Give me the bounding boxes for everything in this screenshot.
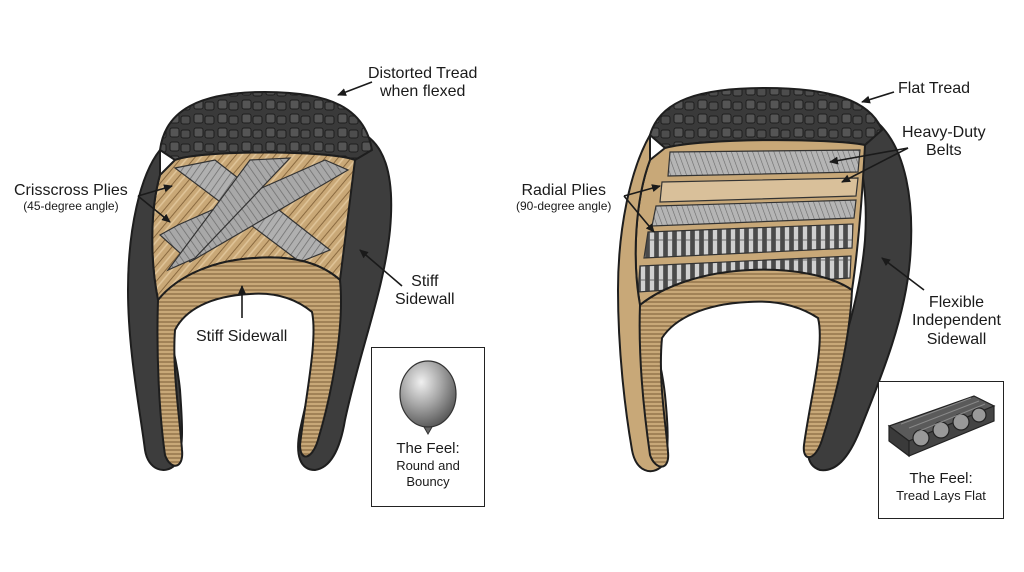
radial-belt [659,177,859,203]
radial-feel-inset: The Feel: Tread Lays Flat [878,381,1004,519]
bias-tread [158,90,374,162]
radial-inner-liner [638,268,854,468]
arrow-flat-tread [861,91,895,104]
arrow-belts-1 [829,147,909,165]
arrow-stiff-sidewall-outer [359,249,403,287]
arrow-crisscross-1 [137,184,173,197]
radial-belt [667,149,861,177]
balloon-icon [399,360,457,436]
radial-sidewall-label: Flexible Independent Sidewall [912,294,1001,348]
arrow-radial-2 [623,195,655,233]
bias-feel-inset: The Feel: Round and Bouncy [371,347,485,507]
radial-tread [648,86,884,150]
radial-ply-bars [643,223,854,259]
callout-arrows [137,81,925,318]
bias-ply-strip [166,157,292,272]
arrow-distorted-tread [337,81,373,96]
bias-tire [126,90,393,472]
arrow-belts-2 [841,147,909,183]
arrow-radial-1 [623,184,661,197]
bias-tread-label: Distorted Tread when flexed [368,65,478,101]
radial-tire [616,86,913,473]
tank-track-icon [887,395,996,458]
arrow-flexible-sidewall [881,257,925,291]
radial-plies-label: Radial Plies (90-degree angle) [516,182,612,214]
radial-belts-label: Heavy-Duty Belts [902,124,986,160]
bias-inner-liner [156,256,342,467]
arrow-crisscross-2 [137,195,171,223]
radial-tread-label: Flat Tread [898,80,971,97]
bias-plies-label: Crisscross Plies (45-degree angle) [14,182,128,214]
bias-inner-sidewall-label: Stiff Sidewall [196,328,288,345]
bias-outer-sidewall-label: Stiff Sidewall [395,273,455,309]
radial-belt [651,199,857,227]
